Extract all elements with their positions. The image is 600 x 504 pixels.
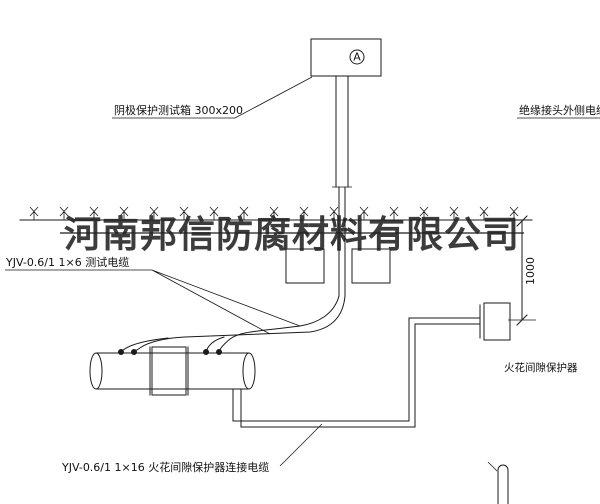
pipe-end-left (89, 352, 103, 390)
pipe-end-right (242, 352, 256, 390)
spark-gap-cable-callout: YJV-0.6/1 1×16 火花间隙保护器连接电缆 (61, 423, 323, 474)
post-conduit (338, 186, 346, 297)
depth-dimension: 1000 (508, 215, 537, 326)
ammeter-icon (349, 49, 365, 65)
spark-gap-cable-leader (279, 423, 323, 467)
test-cables (120, 295, 346, 353)
test-cable-callout: YJV-0.6/1 1×6 测试电缆 (5, 256, 301, 335)
spark-gap-cable-label: YJV-0.6/1 1×16 火花间隙保护器连接电缆 (61, 460, 269, 474)
spark-gap-cables (232, 317, 481, 428)
test-box-label: 阴极保护测试箱 300x200 (114, 103, 243, 117)
test-post (332, 75, 352, 297)
insulating-joint (149, 346, 189, 396)
test-cable-label: YJV-0.6/1 1×6 测试电缆 (5, 256, 129, 269)
test-box: A (310, 38, 382, 77)
watermark-text: 河南邦信防腐材料有限公司 (64, 213, 520, 256)
test-cable-leaders (5, 269, 301, 335)
outer-cable-callout: 绝缘接头外侧电缆 (517, 103, 600, 119)
foundation-blocks (285, 248, 391, 284)
ammeter-letter: A (353, 51, 361, 64)
test-box-outline (310, 38, 382, 77)
foundation-block-left (285, 248, 325, 284)
test-box-leader (112, 76, 313, 119)
cutoff-detail-symbol (487, 461, 509, 504)
test-box-callout: 阴极保护测试箱 300x200 (112, 76, 313, 119)
spark-gap-protector-label: 火花间隙保护器 (504, 361, 578, 374)
post-upper (335, 75, 349, 188)
outer-cable-label: 绝缘接头外侧电缆 (519, 103, 600, 117)
spark-gap-protector (479, 302, 511, 341)
watermark: 河南邦信防腐材料有限公司 (60, 213, 524, 256)
depth-dimension-value: 1000 (524, 257, 537, 285)
pipeline (89, 346, 256, 396)
foundation-block-right (351, 248, 391, 284)
